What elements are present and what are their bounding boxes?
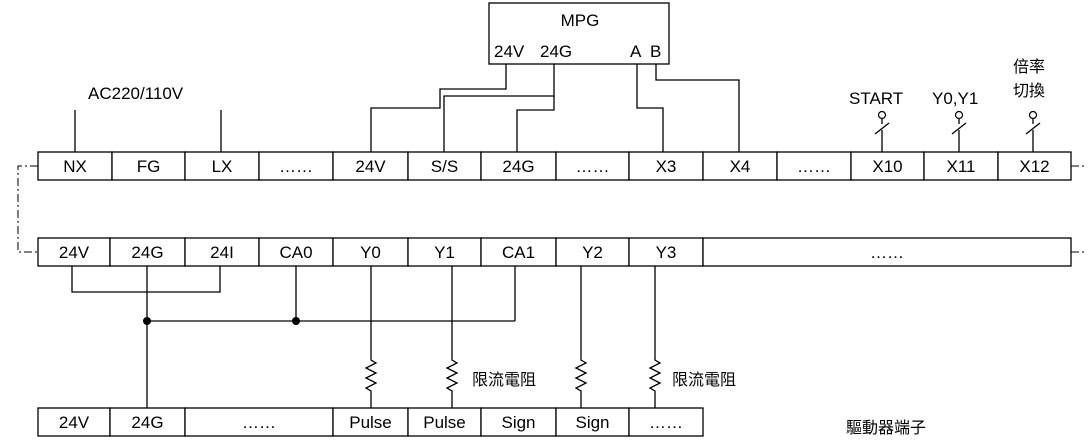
row2-terminal-label: Y3 <box>656 243 677 262</box>
mpg-24v-wire <box>370 64 507 152</box>
mpg-pin-b: B <box>650 42 661 61</box>
row2-cell <box>702 237 1072 267</box>
bus-24v-24i-wire <box>71 266 221 293</box>
row3-terminal-label: 24V <box>59 413 90 432</box>
row3-cell <box>109 407 186 437</box>
row3-terminal-label: …… <box>649 413 683 432</box>
row1-terminal-label: …… <box>797 157 831 176</box>
row3-cell <box>37 407 111 437</box>
row2-terminal-label: 24V <box>59 243 90 262</box>
row1-cell <box>258 151 334 181</box>
row3-terminal-label: Sign <box>501 413 535 432</box>
driver-label: 驅動器端子 <box>846 418 926 437</box>
mpg-box <box>488 2 670 65</box>
y1-resistor-icon <box>445 266 459 408</box>
row1-terminal-label: X12 <box>1019 157 1049 176</box>
row2-terminal-label: 24I <box>210 243 234 262</box>
mpg-pin-24v: 24V <box>494 42 525 61</box>
output-terminal-row: 24V 24G 24I CA0 Y0 Y1 CA1 Y2 Y3 …… <box>37 237 1072 267</box>
row1-cell <box>850 151 925 181</box>
row2-cell <box>555 237 630 267</box>
row2-terminal-label: …… <box>870 243 904 262</box>
row1-terminal-label: …… <box>279 157 313 176</box>
row2-cell <box>407 237 482 267</box>
input-terminal-row: NX FG LX …… 24V S/S 24G …… X3 X4 …… X10 X11 X12 <box>37 151 1072 181</box>
rate-label-line2: 切換 <box>1013 81 1045 100</box>
row1-cell <box>184 151 260 181</box>
row1-cell <box>628 151 704 181</box>
mpg-a-wire <box>636 64 664 152</box>
y3-resistor-icon <box>648 266 662 408</box>
y0-resistor-icon <box>364 266 378 408</box>
row2-cell <box>109 237 186 267</box>
row1-cell <box>997 151 1072 181</box>
row2-terminal-label: Y2 <box>582 243 603 262</box>
row1-terminal-label: X11 <box>947 157 976 176</box>
row1-cell <box>702 151 778 181</box>
mpg-pin-a: A <box>630 42 642 61</box>
row1-terminal-label: X4 <box>730 157 751 176</box>
mpg-b-wire <box>655 64 740 152</box>
row1-cell <box>111 151 186 181</box>
y0y1-switch-icon <box>951 110 967 152</box>
resistor-label-2: 限流電阻 <box>672 370 736 389</box>
y0y1-label: Y0,Y1 <box>932 89 978 108</box>
mpg-pin-24g: 24G <box>540 42 572 61</box>
resistor-label-1: 限流電阻 <box>472 370 536 389</box>
row2-cell <box>184 237 260 267</box>
row1-cell <box>555 151 630 181</box>
mpg-24g-to-ss-wire <box>443 64 555 152</box>
start-switch-icon <box>874 110 890 152</box>
row2-terminal-label: Y0 <box>360 243 381 262</box>
junction-dot <box>292 317 300 325</box>
row1-terminal-label: NX <box>63 157 87 176</box>
row1-terminal-label: FG <box>137 157 161 176</box>
row2-terminal-label: CA0 <box>279 243 312 262</box>
rate-switch-icon <box>1025 110 1041 152</box>
row1-terminal-label: …… <box>576 157 610 176</box>
row1-cell <box>332 151 409 181</box>
row1-terminal-label: 24G <box>502 157 534 176</box>
rate-label-line1: 倍率 <box>1013 57 1045 76</box>
row3-terminal-label: 24G <box>131 413 163 432</box>
driver-terminal-row: 24V 24G …… Pulse Pulse Sign Sign …… <box>37 407 704 437</box>
row1-terminal-label: LX <box>212 157 233 176</box>
row1-terminal-label: X3 <box>656 157 677 176</box>
row3-cell <box>555 407 630 437</box>
row3-terminal-label: …… <box>242 413 276 432</box>
row3-terminal-label: Pulse <box>423 413 466 432</box>
row2-terminal-label: 24G <box>131 243 163 262</box>
start-label: START <box>849 89 903 108</box>
power-label: AC220/110V <box>88 84 184 103</box>
row1-terminal-label: 24V <box>355 157 386 176</box>
row3-cell <box>407 407 482 437</box>
row3-terminal-label: Pulse <box>349 413 392 432</box>
mpg-title: MPG <box>561 11 600 30</box>
row1-terminal-label: S/S <box>431 157 458 176</box>
row1-terminal-label: X10 <box>872 157 902 176</box>
row2-terminal-label: Y1 <box>434 243 455 262</box>
row-continuation-left <box>17 165 38 253</box>
row2-cell <box>37 237 111 267</box>
row2-terminal-label: CA1 <box>502 243 535 262</box>
mpg-24g-wire <box>516 96 555 152</box>
row3-cell <box>628 407 704 437</box>
y2-resistor-icon <box>574 266 588 408</box>
row3-terminal-label: Sign <box>575 413 609 432</box>
junction-dot <box>143 317 151 325</box>
row2-cell <box>480 237 557 267</box>
